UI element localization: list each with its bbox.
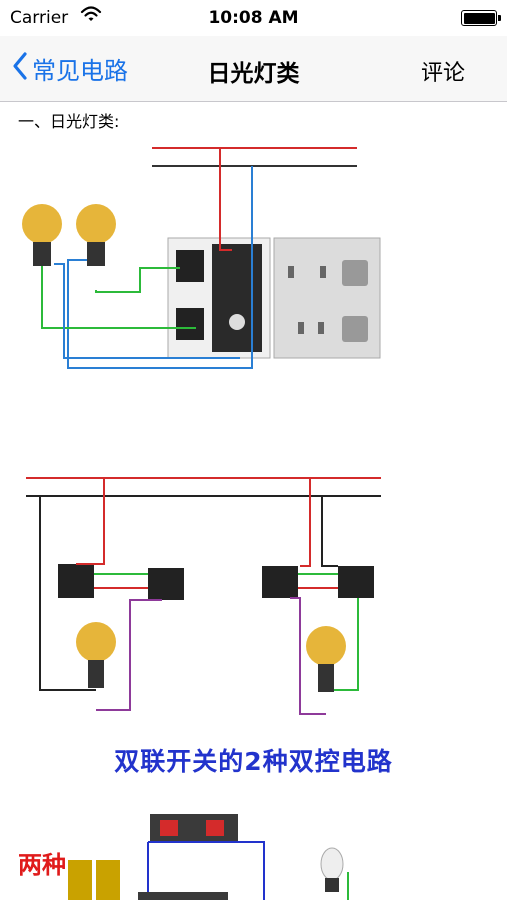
bulb-icon: [306, 626, 346, 692]
back-button-label: 常见电路: [32, 56, 128, 85]
small-bulb-icon: [320, 847, 344, 892]
dual-control-wiring-diagram: [26, 477, 381, 715]
carrier-label: Carrier: [10, 8, 69, 28]
wifi-icon: [80, 4, 102, 29]
chevron-left-icon: [12, 51, 28, 85]
battery-icon: [68, 860, 120, 900]
navigation-bar: 常见电路 日光灯类 评论: [0, 36, 507, 102]
status-time: 10:08 AM: [208, 8, 299, 28]
side-red-text: 两种: [18, 851, 66, 879]
section-heading: 一、日光灯类:: [18, 112, 120, 131]
status-bar: Carrier 10:08 AM: [0, 0, 507, 36]
battery-wiring-diagram: [68, 814, 349, 900]
fluorescent-wiring-diagram: [22, 147, 381, 369]
bulb-icon: [22, 204, 62, 266]
article-content: 一、日光灯类:: [0, 102, 507, 900]
battery-icon: [461, 10, 501, 26]
diagram-caption: 双联开关的2种双控电路: [114, 747, 393, 776]
bulb-icon: [76, 204, 116, 266]
comment-button[interactable]: 评论: [420, 61, 465, 86]
bulb-icon: [76, 622, 116, 688]
back-button[interactable]: 常见电路: [12, 50, 128, 86]
